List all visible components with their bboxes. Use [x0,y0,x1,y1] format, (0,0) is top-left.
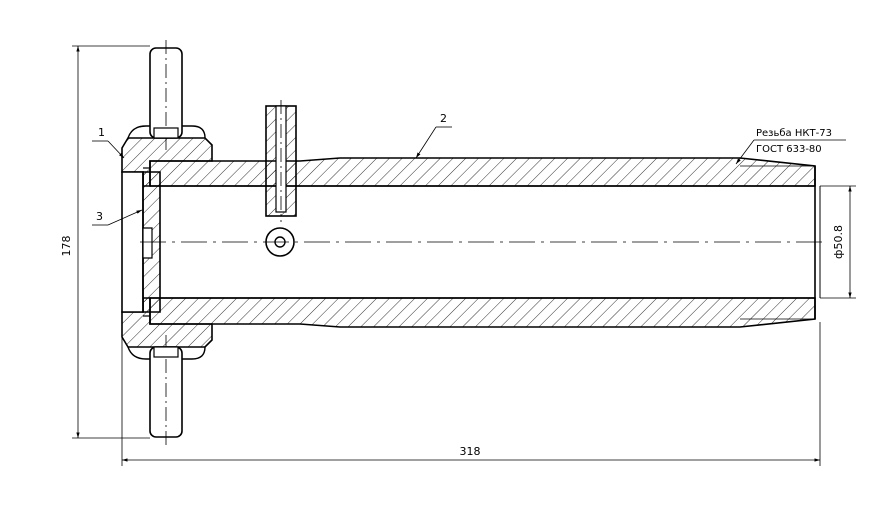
length-dim-label: 318 [460,445,481,458]
callout-1-leader [107,140,125,159]
dimension-height: 178 [60,45,150,439]
thread-note-line1: Резьба НКТ-73 [756,128,832,139]
tube-body [149,157,821,328]
callout-1: 1 [92,126,125,159]
handle-top-neck [153,127,179,139]
callout-2: 2 [415,112,452,159]
tube-lower-wall [149,297,816,328]
vent-fitting [265,100,297,222]
tube-upper-wall [149,157,816,187]
callout-1-label: 1 [98,126,105,139]
callout-3: 3 [92,209,143,226]
dia-dim-label: ф50.8 [832,225,845,259]
handle-bottom-neck [153,346,179,358]
callout-2-label: 2 [440,112,447,125]
cap-nut-web [121,171,144,313]
handle-bottom [149,335,183,445]
thread-note-line2: ГОСТ 633-80 [756,144,822,155]
dimension-length: 318 [121,172,821,466]
thread-callout: Резьба НКТ-73 ГОСТ 633-80 [735,128,846,165]
cap-nut [121,125,213,360]
callout-2-leader [415,126,437,159]
handle-top [149,40,183,150]
callout-3-leader [107,209,143,226]
thread-note-leader [735,139,755,165]
height-dim-label: 178 [60,236,73,257]
callout-3-label: 3 [96,210,103,223]
end-plug-recess [142,227,153,259]
dimension-diameter: ф50.8 [820,185,856,299]
